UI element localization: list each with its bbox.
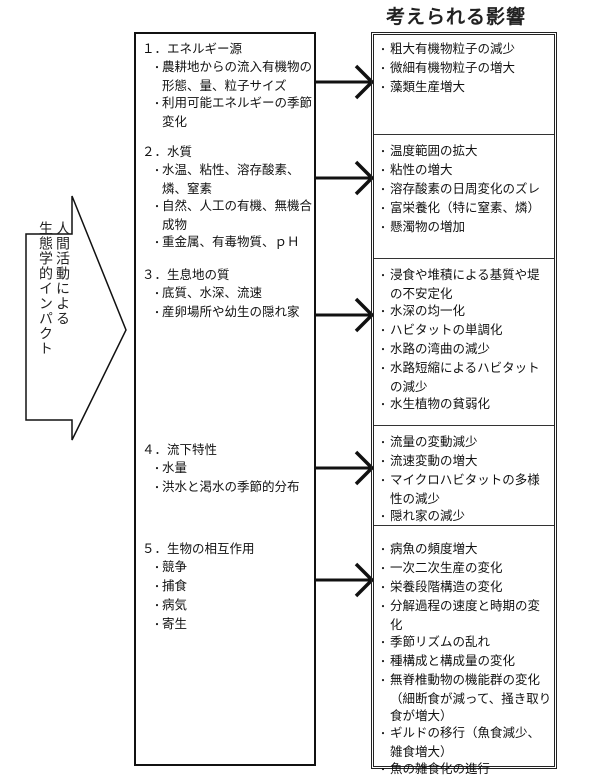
- arrow-right-icon: [316, 450, 374, 486]
- cause-item: 水温、粘性、溶存酸素、燐、窒素: [152, 161, 314, 197]
- impact-label-ecological-impact: 生態学的インパクト: [37, 221, 53, 356]
- effects-divider: [374, 425, 554, 426]
- cause-habitat-quality: ３．生息地の質 底質、水深、流速 産卵場所や幼生の隠れ家: [142, 266, 314, 322]
- effect-group-water-quality: 温度範囲の拡大 粘性の増大 溶存酸素の日周変化のズレ 富栄養化（特に窒素、燐） …: [378, 142, 552, 237]
- effect-item: 微細有機物粒子の増大: [378, 59, 552, 78]
- effect-item: 藻類生産増大: [378, 78, 552, 97]
- diagram-title: 考えられる影響: [386, 6, 527, 28]
- impact-label-human-activity: 人間活動による: [54, 221, 70, 326]
- cause-item: 捕食: [152, 577, 314, 596]
- effects-divider: [374, 258, 554, 259]
- effect-item: 魚の雑食化の進行: [378, 760, 552, 779]
- effect-item: ギルドの移行（魚食減少、雑食増大）: [378, 724, 552, 760]
- effect-item: 富栄養化（特に窒素、燐）: [378, 199, 552, 218]
- cause-water-quality: ２．水質 水温、粘性、溶存酸素、燐、窒素 自然、人工の有機、無機合成物 重金属、…: [142, 143, 314, 252]
- cause-heading: ２．水質: [142, 144, 193, 159]
- effect-item: 水深の均一化: [378, 302, 552, 321]
- effect-item: 病魚の頻度増大: [378, 540, 552, 559]
- cause-heading: ３．生息地の質: [142, 267, 230, 282]
- effect-item: 水生植物の貧弱化: [378, 395, 552, 414]
- effect-item: ハビタットの単調化: [378, 321, 552, 340]
- cause-biotic-interactions: ５．生物の相互作用 競争 捕食 病気 寄生: [142, 540, 314, 634]
- causes-box: [134, 32, 316, 766]
- effect-item: 一次二次生産の変化: [378, 559, 552, 578]
- effect-item: 溶存酸素の日周変化のズレ: [378, 180, 552, 199]
- effect-item: 隠れ家の減少: [378, 507, 552, 526]
- cause-item: 病気: [152, 596, 314, 615]
- effect-item: 粗大有機物粒子の減少: [378, 40, 552, 59]
- cause-item: 利用可能エネルギーの季節変化: [152, 94, 314, 130]
- effect-item: 無脊椎動物の機能群の変化（細断食が減って、掻き取り食が増大）: [378, 671, 552, 724]
- impact-arrow-shape: [25, 195, 127, 441]
- cause-item: 産卵場所や幼生の隠れ家: [152, 303, 314, 322]
- effect-item: マイクロハビタットの多様性の減少: [378, 471, 552, 507]
- cause-heading: ４．流下特性: [142, 442, 218, 457]
- effect-group-energy: 粗大有機物粒子の減少 微細有機物粒子の増大 藻類生産増大: [378, 40, 552, 97]
- arrow-right-icon: [316, 64, 374, 100]
- effect-item: 浸食や堆積による基質や堤の不安定化: [378, 266, 552, 302]
- effect-item: 懸濁物の増加: [378, 218, 552, 237]
- effect-item: 粘性の増大: [378, 161, 552, 180]
- arrow-right-icon: [316, 160, 374, 196]
- cause-item: 重金属、有毒物質、ｐＨ: [152, 233, 314, 252]
- effects-divider: [374, 134, 554, 135]
- effect-item: 種構成と構成量の変化: [378, 652, 552, 671]
- cause-energy: １．エネルギー源 農耕地からの流入有機物の形態、量、粒子サイズ 利用可能エネルギ…: [142, 40, 314, 130]
- cause-item: 競争: [152, 558, 314, 577]
- effect-item: 季節リズムの乱れ: [378, 633, 552, 652]
- cause-item: 農耕地からの流入有機物の形態、量、粒子サイズ: [152, 58, 314, 94]
- effect-group-biotic: 病魚の頻度増大 一次二次生産の変化 栄養段階構造の変化 分解過程の速度と時期の変…: [378, 540, 552, 779]
- effect-item: 水路の湾曲の減少: [378, 340, 552, 359]
- arrow-right-icon: [316, 562, 374, 598]
- effect-item: 栄養段階構造の変化: [378, 578, 552, 597]
- cause-item: 水量: [152, 459, 314, 478]
- cause-flow-characteristics: ４．流下特性 水量 洪水と渇水の季節的分布: [142, 441, 314, 497]
- effect-group-flow: 流量の変動減少 流速変動の増大 マイクロハビタットの多様性の減少 隠れ家の減少: [378, 433, 552, 526]
- cause-item: 寄生: [152, 615, 314, 634]
- cause-heading: ５．生物の相互作用: [142, 541, 255, 556]
- cause-heading: １．エネルギー源: [142, 41, 243, 56]
- effect-item: 温度範囲の拡大: [378, 142, 552, 161]
- effect-item: 流速変動の増大: [378, 452, 552, 471]
- arrow-right-icon: [316, 297, 374, 333]
- cause-item: 洪水と渇水の季節的分布: [152, 478, 314, 497]
- effect-item: 分解過程の速度と時期の変化: [378, 597, 552, 633]
- effect-group-habitat: 浸食や堆積による基質や堤の不安定化 水深の均一化 ハビタットの単調化 水路の湾曲…: [378, 266, 552, 414]
- effect-item: 水路短縮によるハビタットの減少: [378, 359, 552, 395]
- cause-item: 底質、水深、流速: [152, 284, 314, 303]
- effect-item: 流量の変動減少: [378, 433, 552, 452]
- cause-item: 自然、人工の有機、無機合成物: [152, 197, 314, 233]
